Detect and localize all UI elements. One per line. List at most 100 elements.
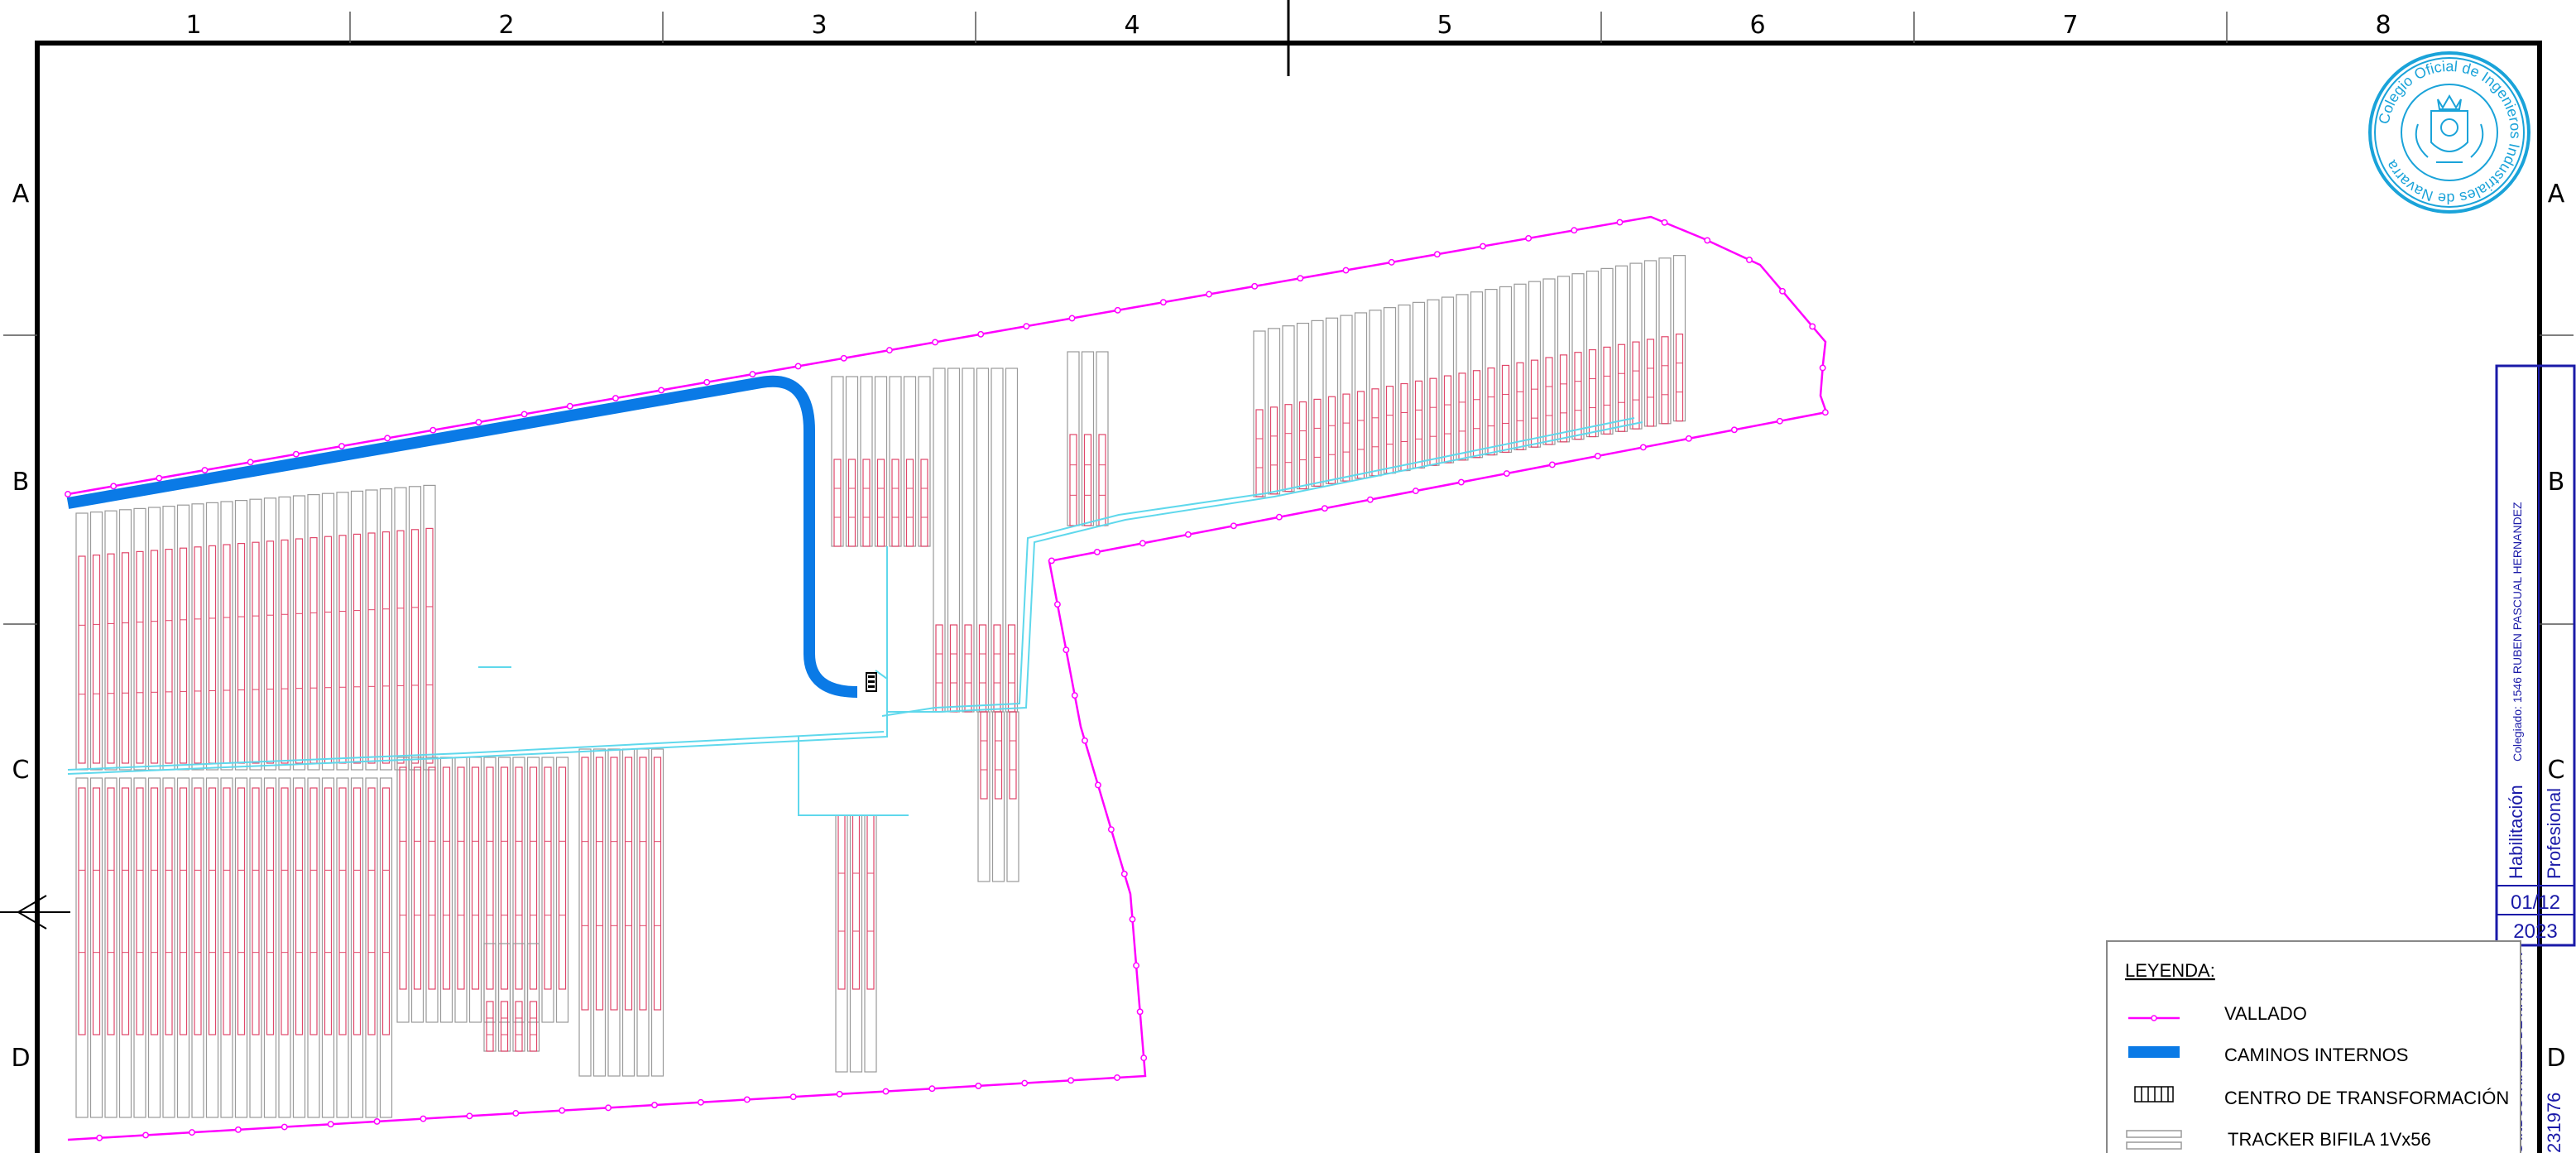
column-label: 4 [1124, 11, 1139, 40]
fence-posts [65, 219, 1829, 1141]
tracker [205, 777, 219, 1118]
legend-item-label: CENTRO DE TRANSFORMACIÓN [2224, 1088, 2509, 1108]
tracker [512, 943, 525, 1052]
fence-post [520, 411, 528, 418]
fence-post [658, 387, 665, 394]
fence-post [110, 483, 118, 490]
tracker [1470, 291, 1484, 459]
column-label: 3 [811, 11, 827, 40]
tracker [497, 757, 511, 1023]
fence-post [1120, 870, 1128, 877]
tracker [1585, 270, 1600, 438]
fence-post [1819, 364, 1826, 372]
fence-post [882, 1088, 890, 1095]
tracker [483, 757, 496, 1023]
tracker [278, 496, 291, 771]
fence-post [1067, 1077, 1075, 1084]
tracker [350, 490, 364, 771]
fence-post [1503, 470, 1510, 477]
fence-post [1480, 243, 1486, 250]
tracker [947, 368, 961, 713]
column-label: 5 [1437, 11, 1452, 40]
fence-post [429, 426, 437, 434]
fence-post [789, 1093, 797, 1101]
fence-post [1068, 315, 1076, 322]
tracker [263, 777, 277, 1118]
fence-post [697, 1098, 704, 1106]
tracker [1369, 310, 1382, 477]
tracker [1340, 315, 1353, 482]
tracker [555, 757, 569, 1023]
tracker [307, 777, 320, 1118]
tracker [220, 501, 233, 771]
fence-post [1685, 435, 1692, 442]
fence-post [1275, 513, 1283, 521]
legend: LEYENDA: VALLADO CAMINOS INTERNOS CENTRO… [2106, 940, 2521, 1153]
tracker [104, 777, 118, 1118]
tracker [889, 376, 902, 547]
transformer-centre [866, 672, 877, 692]
row-label: B [2548, 468, 2565, 497]
tracker [365, 489, 378, 771]
tracker [1485, 289, 1498, 456]
tracker [1354, 312, 1368, 479]
fence-post [749, 371, 756, 378]
stamp-number: 231976 [2544, 1093, 2564, 1153]
fence-post [65, 491, 71, 497]
fence-post [885, 347, 893, 354]
tracker [526, 757, 540, 1023]
tracker [1557, 276, 1571, 443]
stamp-line2: Profesional [2544, 788, 2564, 879]
stamp-line1: Habilitación [2506, 785, 2526, 879]
perimeter-fence [67, 215, 1828, 1141]
fence-post [932, 339, 939, 346]
tracker [1006, 711, 1019, 882]
fence-post [1093, 548, 1101, 555]
fence-post [1321, 505, 1328, 512]
tracker [191, 777, 204, 1118]
tracker [1600, 267, 1614, 435]
engineering-seal-logo: Colegio Oficial de Ingenieros Industrial… [2368, 51, 2530, 214]
tracker [918, 376, 931, 547]
legend-item-label: VALLADO [2224, 1003, 2307, 1024]
fence-post [1746, 257, 1753, 263]
tracker [133, 507, 146, 771]
tracker [220, 777, 233, 1118]
tracker [439, 757, 453, 1023]
fence-post [292, 450, 300, 458]
column-label: 7 [2062, 11, 2078, 40]
svg-text:Colegio Oficial de Ingenieros: Colegio Oficial de Ingenieros Industrial… [2376, 58, 2524, 207]
fence-post [651, 1102, 658, 1109]
row-label: C [2548, 756, 2565, 785]
tracker [1383, 307, 1397, 474]
tracker [118, 509, 132, 771]
fence-post [1548, 461, 1556, 468]
fence-post [977, 330, 985, 338]
tracker [410, 757, 425, 1023]
fence-post [1661, 219, 1668, 226]
tracker [249, 498, 262, 771]
tracker [1427, 299, 1440, 466]
tracker [162, 505, 175, 771]
tracker [234, 777, 248, 1118]
tracker [263, 497, 277, 771]
row-label: D [2546, 1044, 2565, 1073]
column-label: 2 [498, 11, 514, 40]
tracker [1096, 351, 1109, 526]
fence-post [928, 1085, 936, 1093]
tracker [336, 777, 349, 1118]
fence-post [1114, 306, 1121, 314]
tracker [1311, 319, 1324, 487]
tracker [512, 757, 525, 1023]
tracker [234, 499, 248, 771]
fence-post [384, 435, 391, 442]
fence-post [189, 1129, 195, 1136]
fence-post [840, 354, 847, 362]
fence-post [1525, 234, 1533, 242]
fence-post [1129, 915, 1136, 923]
fence-post [1159, 299, 1167, 306]
fence-post [1594, 452, 1601, 459]
tracker [1513, 283, 1527, 450]
tracker [307, 493, 320, 771]
tracker [1267, 328, 1281, 495]
